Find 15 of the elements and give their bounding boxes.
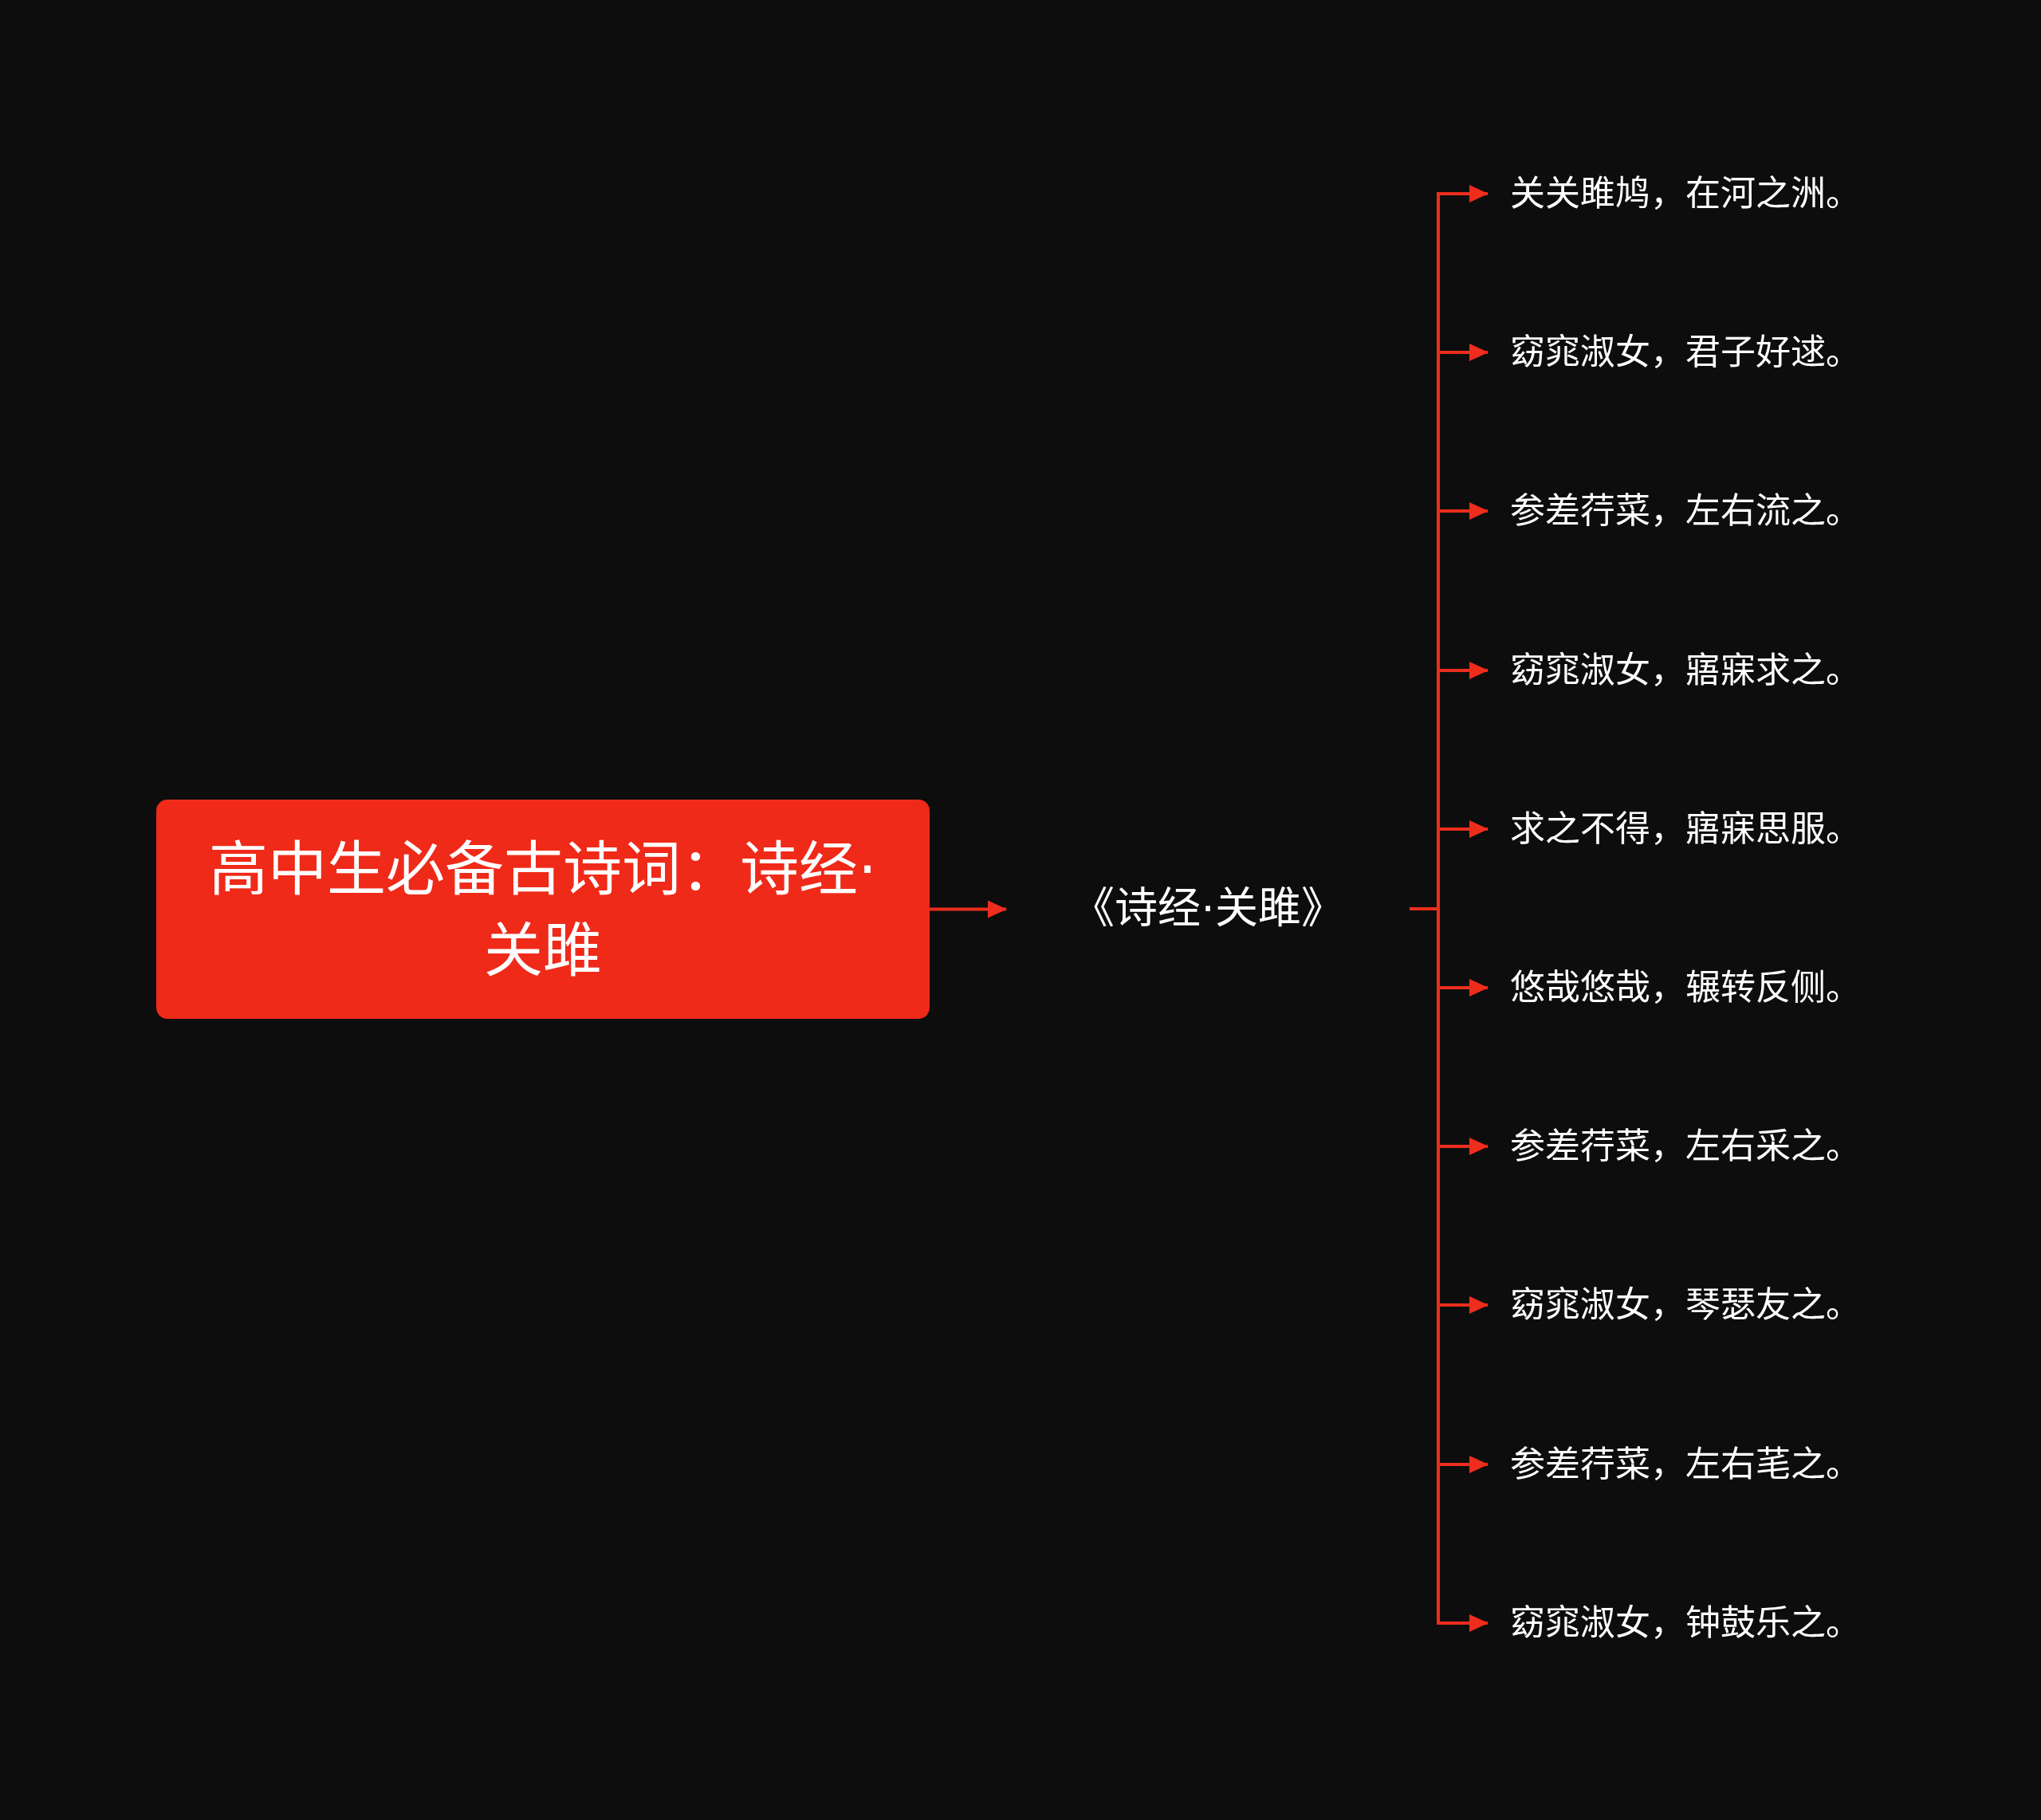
- topic-text: 《诗经·关雎》: [1072, 882, 1344, 935]
- verse-text: 参差荇菜，左右芼之。: [1510, 1443, 1861, 1486]
- verse-text: 参差荇菜，左右流之。: [1510, 489, 1861, 533]
- verse-text: 求之不得，寤寐思服。: [1510, 808, 1861, 851]
- connector-arrow: [1410, 907, 1488, 1632]
- root-title: 高中生必备古诗词：诗经·关雎: [208, 833, 878, 986]
- verse-text: 窈窕淑女，琴瑟友之。: [1510, 1283, 1861, 1327]
- verse-text: 窈窕淑女，钟鼓乐之。: [1510, 1602, 1861, 1645]
- verse-text: 参差荇菜，左右采之。: [1510, 1125, 1861, 1168]
- connector-arrow: [930, 900, 1007, 918]
- verse-text: 窈窕淑女，君子好逑。: [1510, 331, 1861, 374]
- verse-text: 关关雎鸠，在河之洲。: [1510, 172, 1861, 215]
- verse-text: 窈窕淑女，寤寐求之。: [1510, 649, 1861, 692]
- verse-text: 悠哉悠哉，辗转反侧。: [1510, 966, 1861, 1009]
- root-box: [156, 800, 930, 1019]
